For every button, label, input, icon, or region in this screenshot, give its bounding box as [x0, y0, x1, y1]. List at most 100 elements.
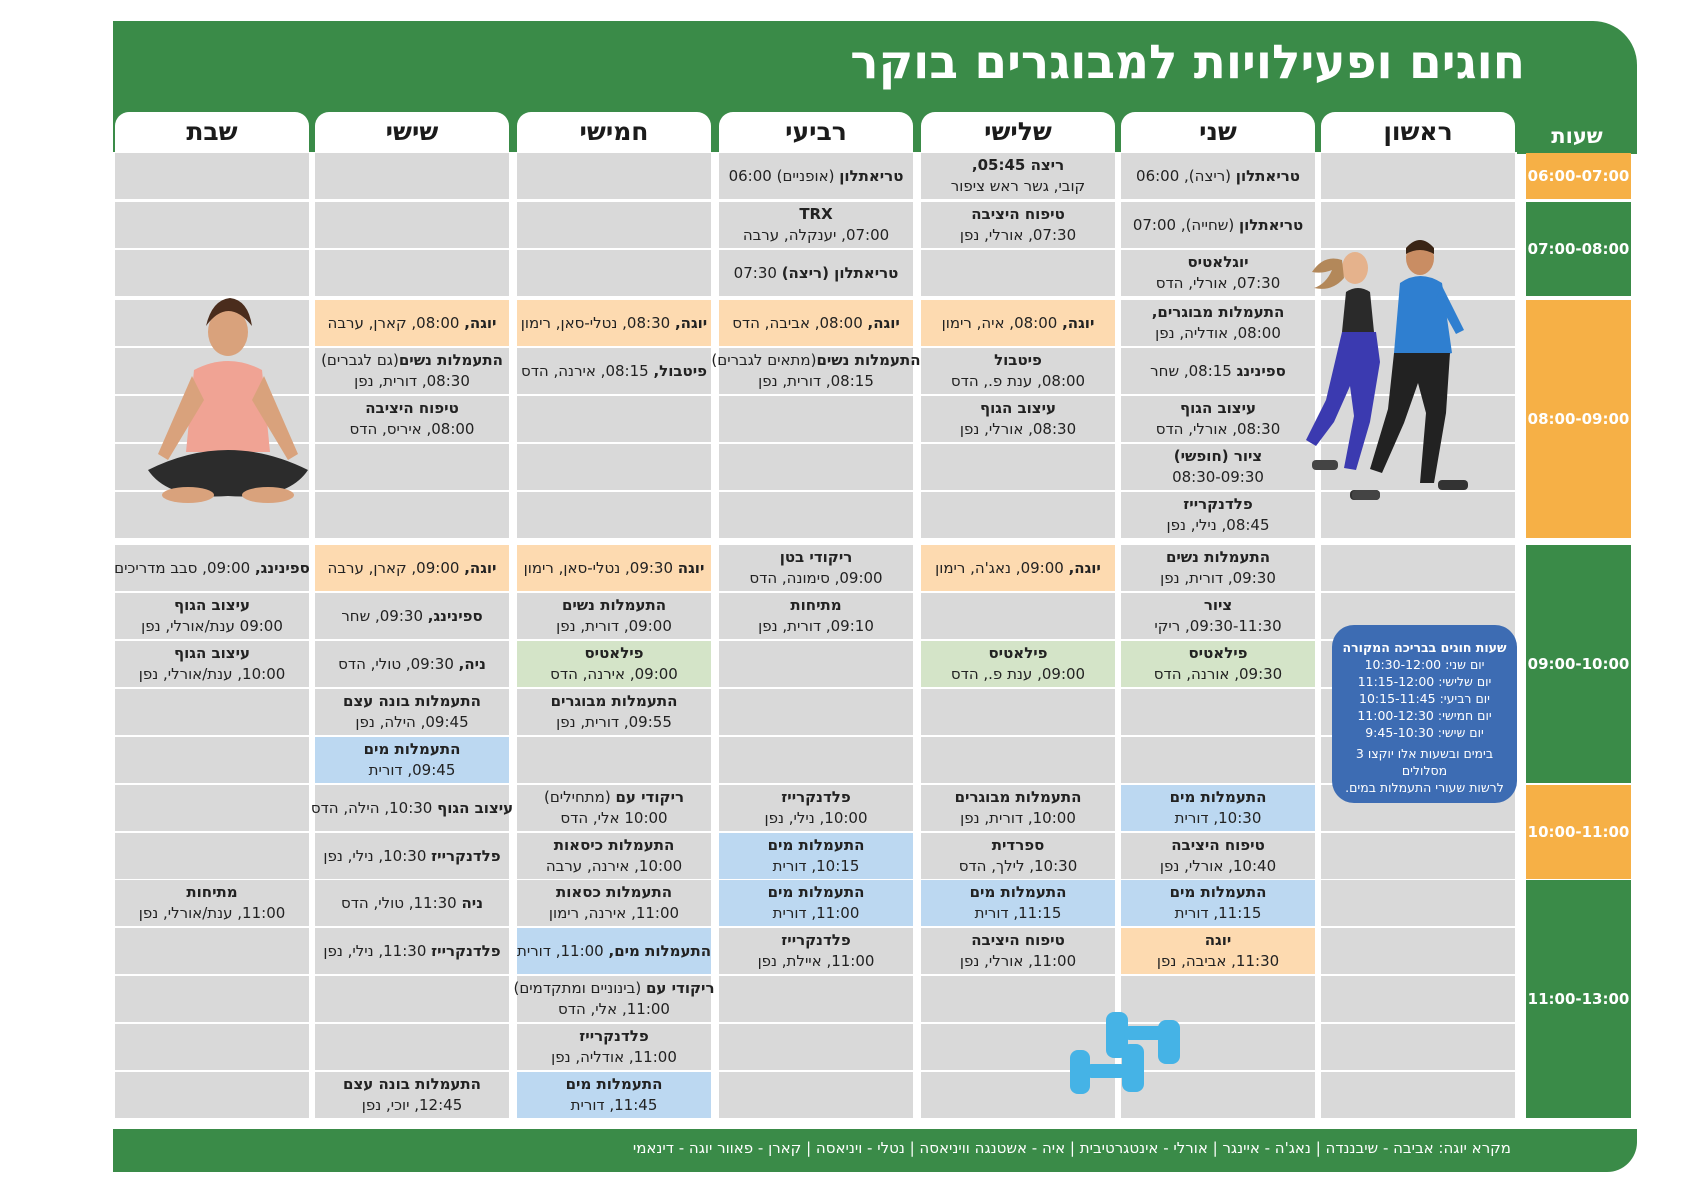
- class-details: 08:00, איריס, הדס: [349, 420, 475, 438]
- class-name: טיפוח היציבה: [971, 205, 1065, 223]
- class-name: יוגה,: [464, 558, 497, 577]
- class-details: (ריצה), 06:00: [1136, 166, 1236, 185]
- schedule-cell: [1121, 1072, 1315, 1118]
- class-details: 10:15, דורית: [772, 857, 860, 875]
- day-header-wed: רביעי: [719, 112, 913, 152]
- class-name: התעמלות מים: [1169, 883, 1267, 901]
- class-details: 11:00, דורית: [516, 941, 609, 960]
- schedule-cell: [719, 641, 913, 687]
- class-name: ריקודי עם (מתחילים): [543, 788, 685, 806]
- timeslot-label: 09:00-10:00: [1526, 545, 1631, 783]
- schedule-cell: [719, 689, 913, 735]
- schedule-cell: [115, 689, 309, 735]
- class-name: יוגלאטיס: [1187, 253, 1249, 271]
- yoga-legend: מקרא יוגה: אביבה - שיבננדה | נאג'ה - איי…: [632, 1139, 1511, 1157]
- day-header-fri: שישי: [315, 112, 509, 152]
- schedule-cell: עיצוב הגוף 08:30, אורלי, נפן: [921, 396, 1115, 442]
- class-details: 11:00, אורלי, נפן: [959, 952, 1077, 970]
- schedule-cell: יוגה, 08:00, אביבה, הדס: [719, 300, 913, 346]
- class-name: יוגה,: [1062, 313, 1095, 332]
- schedule-cell: [719, 492, 913, 538]
- day-header-thu: חמישי: [517, 112, 711, 152]
- class-details: 09:00, אירנה, הדס: [550, 665, 678, 683]
- schedule-cell: טיפוח היציבה 07:30, אורלי, נפן: [921, 202, 1115, 248]
- schedule-cell: [315, 492, 509, 538]
- class-name: ציור: [1203, 596, 1233, 614]
- class-name: טיפוח היציבה: [1171, 836, 1265, 854]
- schedule-cell: [719, 444, 913, 490]
- schedule-cell: יוגה, 09:00, נאג'ה, רימון: [921, 545, 1115, 591]
- schedule-cell: התעמלות נשים(גם לגברים)08:30, דורית, נפן: [315, 348, 509, 394]
- class-name: יוגה,: [674, 313, 708, 332]
- class-details: 11:30, אביבה, נפן: [1156, 952, 1280, 970]
- schedule-cell: [719, 976, 913, 1022]
- class-details: 09:00, נאג'ה, רימון: [935, 558, 1069, 577]
- pool-hours-line: יום שלישי: 11:15-12:00: [1357, 674, 1492, 689]
- class-note: (בינוניים ומתקדמים): [513, 979, 646, 997]
- schedule-cell: [115, 833, 309, 879]
- class-details: 07:30, אורלי, נפן: [959, 226, 1077, 244]
- class-details: 09:30-11:30, ריקי: [1154, 617, 1282, 635]
- class-details: 08:30-09:30: [1172, 468, 1264, 486]
- schedule-cell: טריאתלון (ריצה) 07:30: [719, 250, 913, 296]
- class-name: ספרדית: [991, 836, 1045, 854]
- class-name: התעמלות מים: [363, 740, 461, 758]
- class-name: טריאתלון (ריצה): [781, 263, 899, 282]
- class-name: פלדנקרייז: [579, 1027, 649, 1045]
- schedule-cell: ריצה 05:45,קובי, גשר ראש ציפור: [921, 153, 1115, 199]
- class-details: 10:00, ענת/אורלי, נפן: [138, 665, 286, 683]
- class-name: עיצוב הגוף: [980, 399, 1056, 417]
- schedule-cell: התעמלות מבוגרים,08:00, אודליה, נפן: [1121, 300, 1315, 346]
- schedule-cell: [517, 444, 711, 490]
- schedule-cell: [921, 250, 1115, 296]
- class-details: 10:30, נילי, נפן: [323, 846, 432, 865]
- schedule-cell: [1321, 1072, 1515, 1118]
- schedule-cell: [517, 202, 711, 248]
- class-name: טריאתלון: [839, 166, 904, 185]
- class-name: התעמלות כיסאות: [553, 836, 675, 854]
- class-name: התעמלות מבוגרים: [954, 788, 1082, 806]
- schedule-cell: יוגה, 08:00, קארן, ערבה: [315, 300, 509, 346]
- class-name: עיצוב הגוף: [437, 798, 514, 817]
- class-name: התעמלות מבוגרים,: [1151, 303, 1285, 321]
- schedule-cell: [1321, 1024, 1515, 1070]
- class-note: (גם לגברים): [321, 351, 399, 369]
- class-details: 08:30, אורלי, הדס: [1155, 420, 1281, 438]
- schedule-cell: [115, 250, 309, 296]
- class-details: 08:30, דורית, נפן: [354, 372, 470, 390]
- day-header-mon: שני: [1121, 112, 1315, 152]
- class-details: 10:30, דורית: [1174, 809, 1262, 827]
- schedule-cell: יוגלאטיס 07:30, אורלי, הדס: [1121, 250, 1315, 296]
- class-details: 08:00, איה, רימון: [941, 313, 1063, 332]
- class-details: 09:00, קארן, ערבה: [327, 558, 465, 577]
- day-header-sun: ראשון: [1321, 112, 1515, 152]
- class-details: 08:30, אורלי, נפן: [959, 420, 1077, 438]
- class-name: התעמלות מים,: [608, 941, 712, 960]
- timeslot-label: 11:00-13:00: [1526, 880, 1631, 1118]
- runners-illustration: [1306, 240, 1468, 500]
- class-details: 09:55, דורית, נפן: [556, 713, 672, 731]
- pool-hours-title: שעות חוגים בבריכה המקורה: [1342, 640, 1507, 655]
- schedule-cell: [115, 153, 309, 199]
- schedule-cell: [1321, 545, 1515, 591]
- schedule-cell: התעמלות נשים(מתאים לגברים)08:15, דורית, …: [711, 348, 921, 394]
- schedule-cell: [921, 689, 1115, 735]
- class-details: 08:00, אביבה, הדס: [732, 313, 868, 332]
- class-details: 07:30, אורלי, הדס: [1155, 274, 1281, 292]
- class-name: ריצה 05:45,: [971, 156, 1065, 174]
- schedule-cell: טריאתלון (ריצה), 06:00: [1121, 153, 1315, 199]
- schedule-cell: [719, 737, 913, 783]
